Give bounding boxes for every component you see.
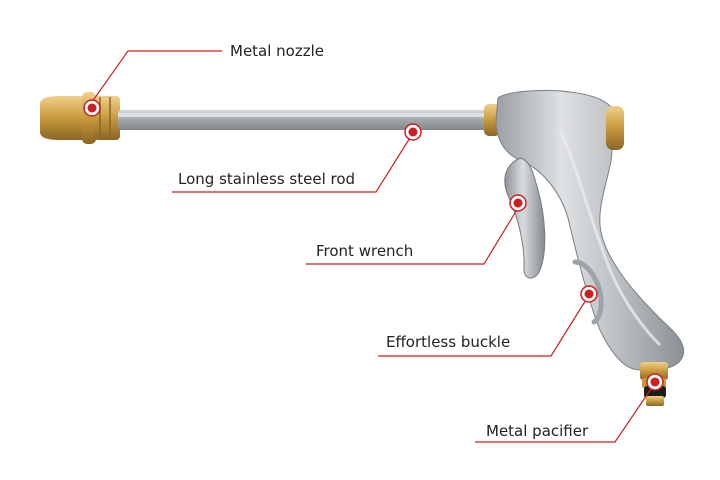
callout-markers [83, 99, 664, 391]
head-connector [484, 104, 500, 136]
leader-line-wrench [306, 207, 519, 265]
leader-line-nozzle [91, 50, 222, 103]
callout-lines [91, 50, 656, 443]
gun-body [495, 89, 684, 371]
label-front-wrench: Front wrench [316, 242, 414, 260]
marker-nozzle [83, 99, 101, 117]
marker-rod [404, 123, 422, 141]
trigger-part [504, 157, 546, 279]
label-long-stainless-steel-rod: Long stainless steel rod [178, 170, 356, 188]
marker-buckle [580, 285, 598, 303]
label-metal-nozzle: Metal nozzle [230, 42, 325, 60]
leader-line-pacifier [475, 382, 656, 443]
rod-part [118, 110, 490, 130]
buckle-part [572, 259, 604, 325]
nozzle-part [40, 92, 120, 144]
marker-pacifier [646, 373, 664, 391]
label-effortless-buckle: Effortless buckle [386, 333, 511, 351]
leader-line-rod [172, 132, 414, 193]
marker-wrench [509, 194, 527, 212]
label-metal-pacifier: Metal pacifier [486, 422, 589, 440]
leader-line-buckle [378, 294, 590, 357]
